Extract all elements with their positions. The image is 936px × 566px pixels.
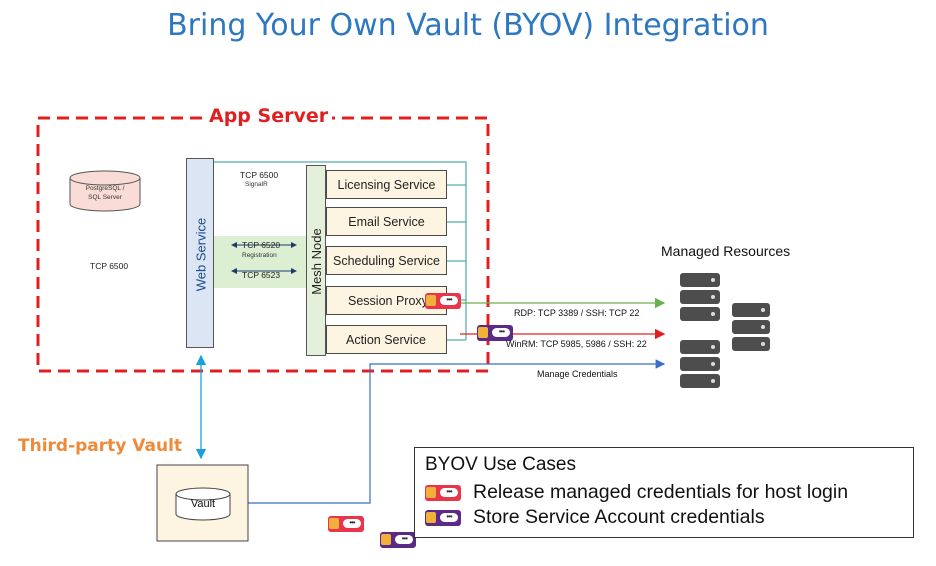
legend-item-store-label: Store Service Account credentials [473,506,765,528]
page-title: Bring Your Own Vault (BYOV) Integration [167,8,769,43]
action-service: Action Service [326,325,447,354]
web-service-label: Web Service [193,217,209,292]
database-label-line2: SQL Server [88,194,122,201]
tcp-6500-top-label: TCP 6500 [240,170,279,180]
manage-credentials-label: Manage Credentials [537,369,618,379]
managed-resources-label: Managed Resources [661,243,791,259]
legend-item-release-label: Release managed credentials for host log… [473,481,849,503]
action-service-label: Action Service [346,332,426,347]
lock-icon: ••• [327,516,364,532]
lock-icon: ••• [380,532,417,548]
legend-item-release: ••• Release managed credentials for host… [425,481,848,504]
lock-icon: ••• [477,325,514,341]
licensing-service: Licensing Service [326,170,447,199]
vault-label: Vault [190,498,216,510]
session-proxy-label: Session Proxy [348,293,428,308]
database-label-line1: PostgreSQL / [85,185,125,192]
mesh-node-label: Mesh Node [309,228,324,295]
legend-item-store: ••• Store Service Account credentials [425,506,765,529]
third-party-vault-label: Third-party Vault [18,436,183,456]
signalr-label: SignalR [245,181,268,188]
registration-label: Registration [242,252,277,259]
app-server-boundary [36,116,490,373]
tcp-6523-label: TCP 6523 [242,270,281,280]
manage-credentials-arrow [248,359,666,504]
signalr-bus [214,161,467,340]
winrm-label: WinRM: TCP 5985, 5986 / SSH: 22 [506,339,647,349]
server-icon [732,303,770,351]
email-service: Email Service [326,207,447,236]
web-service-box: Web Service [186,158,214,348]
server-icon [680,273,720,321]
lock-icon: ••• [425,293,461,309]
tcp-6500-left-label: TCP 6500 [90,261,129,271]
tcp-6520-label: TCP 6520 [242,240,281,250]
legend-title: BYOV Use Cases [425,454,576,475]
database-icon [69,170,141,212]
rdp-label: RDP: TCP 3389 / SSH: TCP 22 [514,308,640,318]
vault-cylinder-icon [175,487,231,521]
app-server-label: App Server [205,105,333,127]
server-icon [680,340,720,388]
scheduling-service: Scheduling Service [326,246,447,275]
mesh-node-box: Mesh Node [306,165,326,356]
database-label: PostgreSQL / SQL Server [70,184,140,202]
legend-box: BYOV Use Cases ••• Release managed crede… [414,447,914,538]
lock-icon: ••• [425,509,461,526]
lock-icon: ••• [425,484,461,501]
